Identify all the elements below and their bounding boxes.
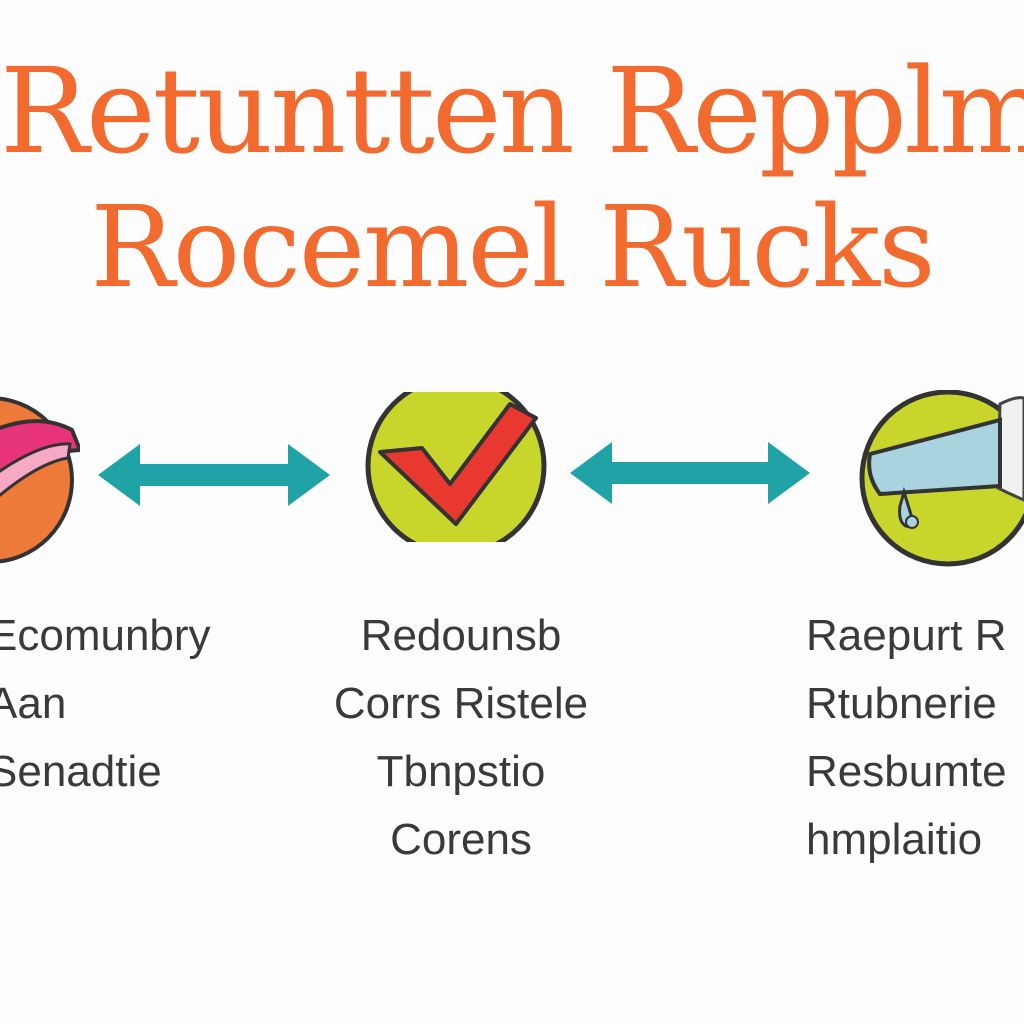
double-arrow-left [98,440,330,515]
node-label-line: Senadtie [0,747,162,796]
checkmark-icon [360,375,556,557]
node-label-line: Redounsb [360,611,562,660]
node-label-line: Tbnpstio [376,747,546,796]
node-label-line: hmplaitio [806,815,983,864]
node-label-center: Redounsb Corrs Ristele Tbnpstio Corens [296,602,626,874]
double-arrow-right [570,438,810,513]
diagram-title-line-1: Retuntten Repplme [0,42,1024,180]
megaphone-icon [850,389,1024,575]
node-label-line: Aan [0,679,67,728]
node-label-line: Raepurt R [806,611,1007,660]
fabric-swatch-icon [0,392,83,577]
node-label-left: Ecomunbry Aan Senadtie [0,602,211,806]
node-label-line: Corrs Ristele [333,679,589,728]
node-label-line: Resbumte [806,747,1007,796]
diagram-title-line-2: Rocemel Rucks [90,183,935,313]
node-label-line: Rtubnerie [806,679,997,728]
node-label-right: Raepurt R Rtubnerie Resbumte hmplaitio [806,602,1007,874]
node-label-line: Ecomunbry [0,611,211,660]
node-label-line: Corens [390,815,532,864]
